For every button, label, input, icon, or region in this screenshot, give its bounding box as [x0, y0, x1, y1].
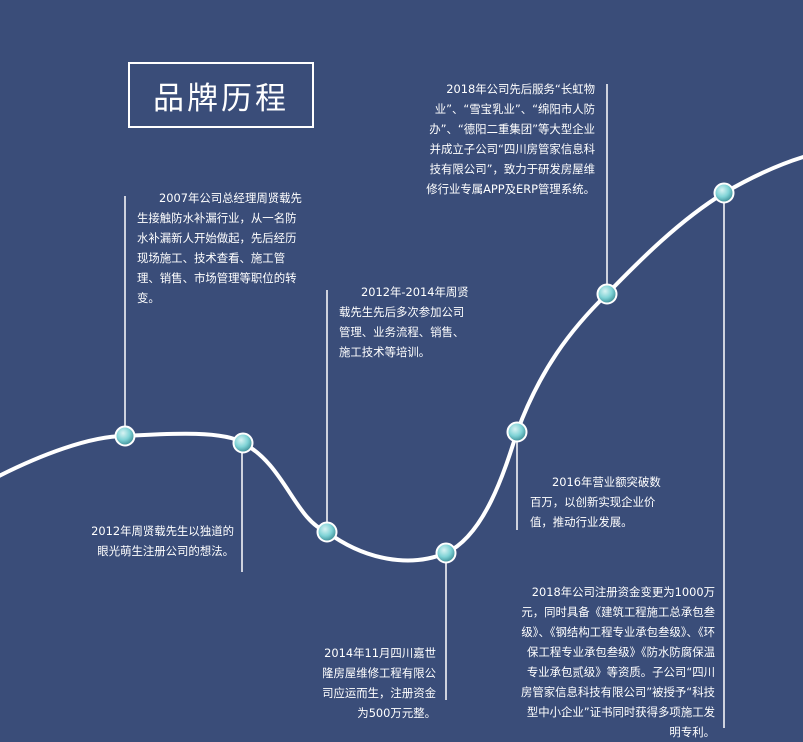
milestone-2014-text: 2014年11月四川嘉世隆房屋维修工程有限公司应运而生，注册资金为500万元整。	[322, 646, 436, 720]
timeline-node-2007	[114, 425, 136, 447]
timeline-node-2018b	[713, 182, 735, 204]
timeline-node-2016	[506, 421, 528, 443]
milestone-2012-2014-text: 2012年-2014年周贤载先生先后多次参加公司管理、业务流程、销售、施工技术等…	[339, 285, 469, 359]
timeline-node-2018a	[596, 283, 618, 305]
milestone-2018a-text: 2018年公司先后服务“长虹物业”、“雪宝乳业”、“绵阳市人防办”、“德阳二重集…	[426, 82, 595, 196]
milestone-2012-text: 2012年周贤载先生以独道的眼光萌生注册公司的想法。	[91, 524, 234, 558]
milestone-2018b-text: 2018年公司注册资金变更为1000万元，同时具备《建筑工程施工总承包叁级》、《…	[520, 585, 715, 739]
title-frame: 品牌历程	[128, 62, 314, 128]
timeline-node-2012-2014	[316, 521, 338, 543]
timeline-node-2012	[232, 432, 254, 454]
milestone-2016-text: 2016年营业额突破数百万，以创新实现企业价值，推动行业发展。	[530, 475, 661, 529]
page-title: 品牌历程	[153, 80, 289, 117]
timeline-node-2014	[435, 542, 457, 564]
milestone-2007-text: 2007年公司总经理周贤载先生接触防水补漏行业，从一名防水补漏新人开始做起，先后…	[137, 191, 302, 305]
